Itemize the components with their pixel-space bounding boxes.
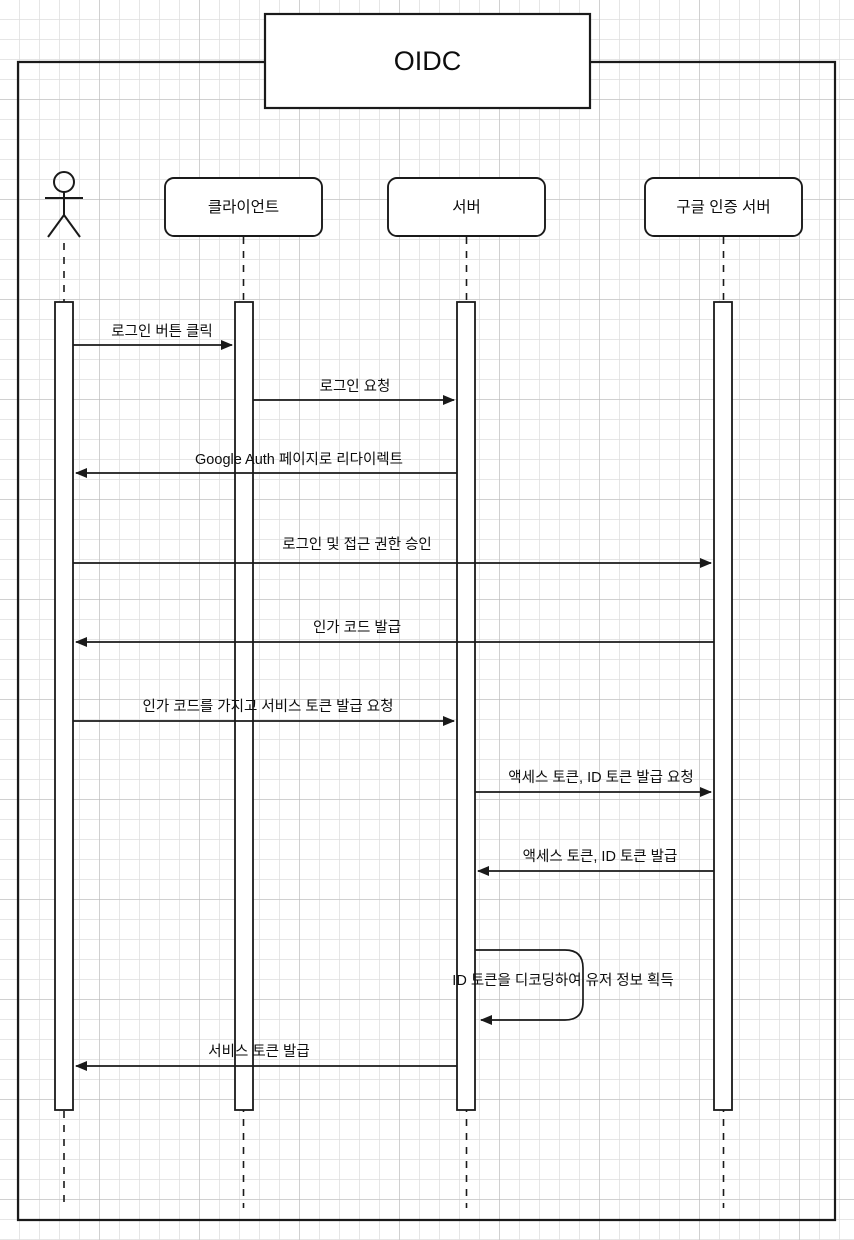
message-7-label: 액세스 토큰, ID 토큰 발급 요청: [508, 769, 693, 786]
message-9-self-loop: ID 토큰을 디코딩하여 유저 정보 획득: [452, 949, 674, 1025]
message-5: 인가 코드 발급: [75, 619, 714, 647]
activation-bars: [54, 301, 733, 1111]
message-2-label: 로그인 요청: [320, 378, 391, 395]
message-1-label: 로그인 버튼 클릭: [111, 323, 212, 340]
message-10: 서비스 토큰 발급: [75, 1043, 457, 1071]
participant-client[interactable]: 클라이언트: [164, 177, 323, 237]
activation-bar-google: [713, 301, 733, 1111]
message-2: 로그인 요청: [253, 378, 455, 405]
message-9-label: ID 토큰을 디코딩하여 유저 정보 획득: [452, 972, 673, 989]
diagram-title: OIDC: [394, 46, 462, 76]
message-4-label: 로그인 및 접근 권한 승인: [282, 536, 432, 553]
message-5-label: 인가 코드 발급: [313, 619, 401, 636]
participant-google-label: 구글 인증 서버: [676, 198, 770, 216]
message-9-arrow: [475, 949, 584, 1025]
activation-bar-actor: [54, 301, 74, 1111]
participant-actor[interactable]: [45, 171, 83, 238]
diagram-frame: [16, 60, 837, 1222]
message-3-label: Google Auth 페이지로 리다이렉트: [195, 451, 403, 468]
lifelines: [63, 237, 725, 1208]
message-6: 인가 코드를 가지고 서비스 토큰 발급 요청: [73, 698, 455, 726]
message-1: 로그인 버튼 클릭: [73, 323, 233, 350]
participant-server[interactable]: 서버: [387, 177, 546, 237]
message-7: 액세스 토큰, ID 토큰 발급 요청: [475, 769, 712, 797]
message-10-label: 서비스 토큰 발급: [208, 1043, 309, 1060]
activation-bar-server: [456, 301, 476, 1111]
participant-client-label: 클라이언트: [208, 198, 279, 216]
activation-bar-client: [234, 301, 254, 1111]
participant-google-auth-server[interactable]: 구글 인증 서버: [644, 177, 803, 237]
message-6-label: 인가 코드를 가지고 서비스 토큰 발급 요청: [143, 698, 394, 715]
message-3: Google Auth 페이지로 리다이렉트: [75, 451, 457, 478]
actor-icon: [45, 171, 83, 238]
message-4: 로그인 및 접근 권한 승인: [73, 536, 712, 568]
message-8-label: 액세스 토큰, ID 토큰 발급: [523, 848, 678, 865]
message-8: 액세스 토큰, ID 토큰 발급: [477, 848, 714, 876]
diagram-title-box: OIDC: [263, 12, 592, 110]
participant-server-label: 서버: [452, 198, 481, 216]
